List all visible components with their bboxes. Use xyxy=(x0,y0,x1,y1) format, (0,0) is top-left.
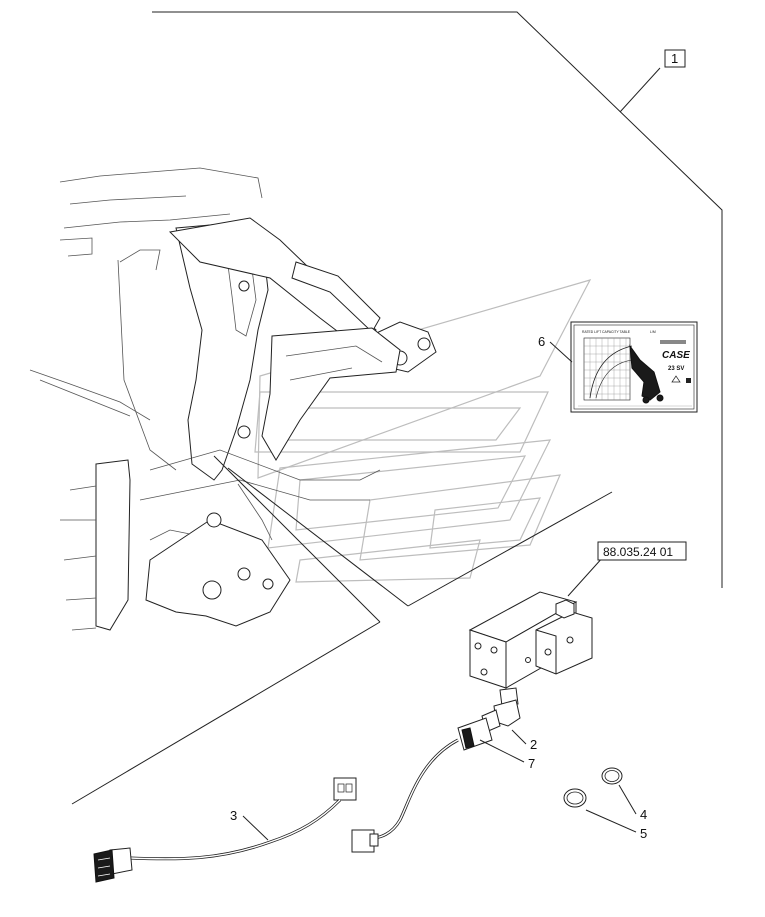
decal-brand: CASE xyxy=(662,350,690,361)
callout-leaders xyxy=(242,341,637,841)
callout-3: 3 xyxy=(230,808,237,823)
wire-harness-3 xyxy=(93,777,357,883)
callout-6: 6 xyxy=(538,334,545,349)
manual-icon xyxy=(686,378,691,383)
valve-block-assembly xyxy=(468,555,605,689)
watermark-logo xyxy=(254,279,592,583)
loader-machine-illustration xyxy=(29,167,437,631)
decal-title: RATED LIFT CAPACITY TABLE xyxy=(582,330,631,334)
lift-capacity-decal: RATED LIFT CAPACITY TABLE L/M CASE 23 SV xyxy=(570,321,698,413)
reference-number: 88.035.24 01 xyxy=(603,545,673,559)
assembly-bracket-lines xyxy=(152,11,723,588)
hose-clamps xyxy=(563,767,623,808)
callout-1-box xyxy=(664,49,686,68)
decal-model: 23 SV xyxy=(668,366,684,372)
pressure-switch-assembly xyxy=(351,687,521,853)
callout-7: 7 xyxy=(528,756,535,771)
leader-guide-lines xyxy=(71,455,613,805)
callout-1: 1 xyxy=(671,51,678,66)
warning-icon xyxy=(671,375,681,383)
reference-box xyxy=(597,541,687,561)
callout-5: 5 xyxy=(640,826,647,841)
callout-labels: 1 2 3 4 5 6 7 88.035.24 01 xyxy=(230,49,687,841)
callout-4: 4 xyxy=(640,807,647,822)
svg-text:L/M: L/M xyxy=(650,330,656,334)
callout-2: 2 xyxy=(530,737,537,752)
